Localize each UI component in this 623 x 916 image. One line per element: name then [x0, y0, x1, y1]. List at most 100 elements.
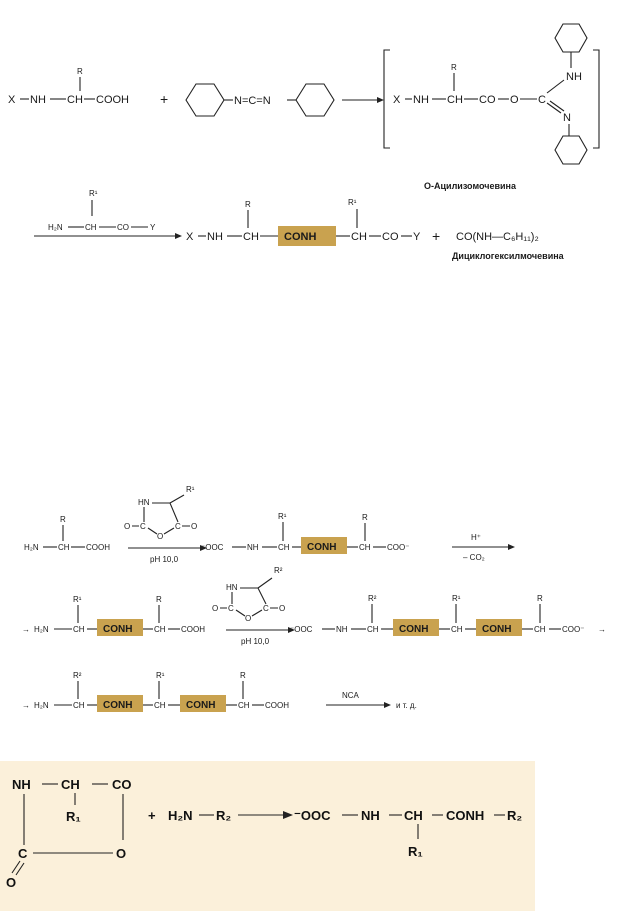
r3-conh: CONH — [103, 700, 132, 711]
cyclohexyl-ring — [554, 135, 588, 165]
r1-conh: CONH — [307, 542, 336, 553]
bracket-right — [593, 49, 600, 149]
r2-arrow-end: → — [598, 625, 606, 634]
r2-cooh: COOH — [181, 625, 205, 634]
bond — [15, 862, 25, 876]
acid-x: X — [8, 94, 16, 106]
gen-h2n: H₂N — [168, 808, 193, 823]
int-n-ring: N — [563, 112, 571, 124]
prod-co: CO — [382, 231, 399, 243]
r2-ch2: CH — [154, 625, 166, 634]
gen-plus: + — [148, 808, 156, 823]
r2-conh: CONH — [103, 624, 132, 635]
r1-r: R — [60, 515, 66, 524]
peptide-bond-highlight — [180, 695, 226, 712]
r3-etc: и т. д. — [396, 701, 417, 710]
nca-ring-c1: C — [140, 522, 146, 531]
peptide-bond-highlight — [97, 695, 143, 712]
amine-y: Y — [150, 223, 156, 232]
prod-conh: CONH — [284, 231, 316, 243]
arrowhead — [200, 545, 207, 551]
gen-ch2: CH — [404, 808, 423, 823]
prod-x: X — [186, 231, 194, 243]
nca-ring2-o3: O — [279, 604, 285, 613]
r3-ch3: CH — [238, 701, 250, 710]
r3-h2n: H₂N — [34, 701, 49, 710]
r3-nca: NCA — [342, 691, 360, 700]
gen-nh: NH — [12, 777, 31, 792]
r2-prod-ch2: CH — [451, 625, 463, 634]
prod-y: Y — [413, 231, 421, 243]
byproduct-label: Дициклогексилмочевина — [452, 251, 565, 261]
r3-ch: CH — [73, 701, 85, 710]
r2-h2n: H₂N — [34, 625, 49, 634]
arrowhead — [384, 702, 391, 708]
r2-ph: pH 10,0 — [241, 637, 270, 646]
nca-ring2-c1: C — [228, 604, 234, 613]
r2-prod-conh2: CONH — [482, 624, 511, 635]
gen-r2b: R₂ — [507, 808, 522, 823]
peptide-bond-highlight — [301, 537, 347, 554]
intermediate-label: О-Ацилизомочевина — [424, 181, 517, 191]
cyclohexyl-ring — [185, 83, 225, 117]
prod-ch2: CH — [351, 231, 367, 243]
r2-nh: NH — [336, 625, 348, 634]
r1-nh: NH — [247, 543, 259, 552]
gen-nh2: NH — [361, 808, 380, 823]
prod-nh: NH — [207, 231, 223, 243]
int-nh-ring: NH — [566, 71, 582, 83]
int-o: O — [510, 94, 519, 106]
acid-ch: CH — [67, 94, 83, 106]
r1-coo: COO⁻ — [387, 543, 409, 552]
scheme-dcc-svg: X NH CH COOH R + N=C=N X NH CH CO O C R … — [8, 23, 600, 261]
int-c: C — [538, 94, 546, 106]
arrowhead — [283, 811, 293, 819]
r2-prod-ch3: CH — [534, 625, 546, 634]
int-r: R — [451, 63, 457, 72]
r2-ch: CH — [73, 625, 85, 634]
r1-cooh: COOH — [86, 543, 110, 552]
r1-co2: – CO₂ — [463, 553, 485, 562]
prod-r1: R¹ — [348, 198, 357, 207]
r2-arrow-start: → — [22, 625, 30, 634]
bond — [549, 100, 565, 112]
r3-r: R — [240, 671, 246, 680]
gen-o-exo: O — [6, 875, 16, 890]
gen-r2: R₂ — [216, 808, 231, 823]
byproduct-formula: CO(NH—C₆H₁₁)₂ — [456, 231, 539, 243]
nca-ring2-o1: O — [212, 604, 218, 613]
nca-ring-o2: O — [157, 532, 163, 541]
int-x: X — [393, 94, 401, 106]
r2-prod-conh: CONH — [399, 624, 428, 635]
peptide-bond-highlight — [476, 619, 522, 636]
nca-ring-hn: HN — [138, 498, 150, 507]
int-ch: CH — [447, 94, 463, 106]
nca-ring-c2: C — [175, 522, 181, 531]
r2-ooc: ⁻OOC — [290, 625, 313, 634]
gen-c: C — [18, 846, 28, 861]
r1-hplus: H⁺ — [471, 533, 481, 542]
prod-ch: CH — [243, 231, 259, 243]
arrowhead — [377, 97, 384, 103]
gen-ch: CH — [61, 777, 80, 792]
gen-conh: CONH — [446, 808, 484, 823]
acid-nh: NH — [30, 94, 46, 106]
bond — [546, 102, 562, 114]
peptide-bond-highlight — [393, 619, 439, 636]
r3-arrow-start: → — [22, 701, 30, 710]
acid-r: R — [77, 67, 83, 76]
r2-prod-r1: R¹ — [452, 594, 461, 603]
bond — [546, 79, 565, 94]
nca-ring-o3: O — [191, 522, 197, 531]
nca-ring2-hn: HN — [226, 583, 238, 592]
bracket-left — [383, 49, 390, 149]
cyclohexyl-ring — [554, 23, 588, 53]
arrowhead — [508, 544, 515, 550]
int-nh: NH — [413, 94, 429, 106]
r2-prod-r2: R² — [368, 594, 377, 603]
amine-h2n: H₂N — [48, 223, 63, 232]
nca-ring2-o2: O — [245, 614, 251, 623]
nca-ring2-c2: C — [263, 604, 269, 613]
plus-sign: + — [160, 91, 168, 107]
acid-cooh: COOH — [96, 94, 129, 106]
